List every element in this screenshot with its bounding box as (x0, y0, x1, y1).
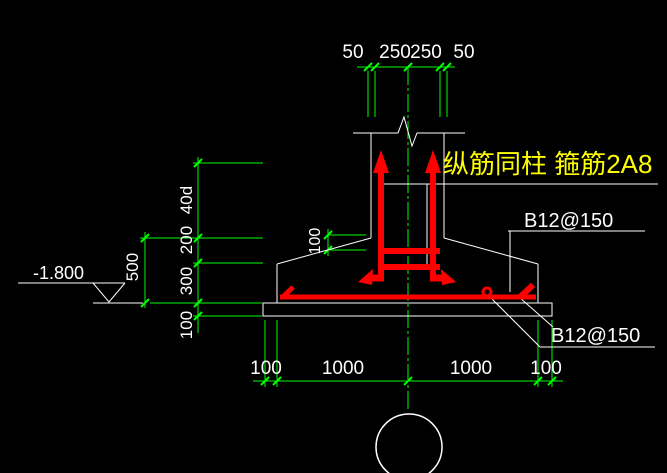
dim-bottom-label-4: 100 (530, 358, 562, 379)
dim-tick (193, 233, 203, 243)
footing-rebar-top-label: B12@150 (524, 210, 613, 232)
dim-top-label-2: 250 (379, 42, 411, 63)
footing-rebar-bottom-leader (518, 296, 554, 328)
dim-top-label-1: 50 (342, 42, 363, 63)
footing-left-slope-line (276, 237, 372, 265)
dim-tick (442, 62, 452, 72)
lean-concrete-outline (262, 302, 553, 317)
column-break-line (353, 115, 465, 148)
dim-tick (193, 158, 203, 168)
footing-right-slope-line (443, 237, 539, 265)
dim-tick (260, 376, 270, 386)
dim-tick (370, 62, 380, 72)
dim-tick (193, 311, 203, 321)
dim-tick (140, 233, 150, 243)
footing-rebar-bottom-label: B12@150 (551, 325, 640, 347)
dim-bottom-label-3: 1000 (450, 358, 492, 379)
dim-tick (140, 298, 150, 308)
rebar-hook-loop (481, 286, 493, 298)
footing-rebar-bottom-leader (489, 296, 541, 348)
dim-tick (533, 376, 543, 386)
dim-left-label-300: 300 (177, 267, 196, 295)
dim-tick (435, 62, 445, 72)
dim-bottom-label-2: 1000 (322, 358, 364, 379)
rebar-hook-right (517, 282, 536, 300)
dim-left-label-40d: 40d (177, 186, 196, 214)
elevation-value-label: -1.800 (33, 263, 84, 283)
dim-tick (272, 376, 282, 386)
dim-bottom-label-1: 100 (250, 358, 282, 379)
rebar-arrowhead-up (425, 150, 441, 173)
dim-left-overall-500: 500 (123, 253, 142, 281)
rebar-arrowhead-right (441, 269, 456, 285)
dim-tick (193, 258, 203, 268)
dim-left-label-200: 200 (177, 226, 196, 254)
dim-top-label-3: 250 (410, 42, 442, 63)
dim-tick (363, 62, 373, 72)
elevation-symbol-triangle (92, 282, 126, 303)
rebar-arrowhead-up (373, 150, 389, 173)
dim-tick (547, 376, 557, 386)
dim-left-label-100: 100 (177, 311, 196, 339)
dim-tick (323, 230, 333, 240)
dim-tick (193, 298, 203, 308)
rebar-arrowhead-left (358, 269, 373, 285)
axis-bubble-circle (375, 413, 443, 473)
rebar-note-label: 纵筋同柱 箍筋2A8 (443, 149, 653, 179)
dim-column-base-100: 100 (307, 228, 324, 255)
rebar-hook-left (280, 285, 295, 300)
dim-tick (403, 376, 413, 386)
dim-top-label-4: 50 (453, 42, 474, 63)
